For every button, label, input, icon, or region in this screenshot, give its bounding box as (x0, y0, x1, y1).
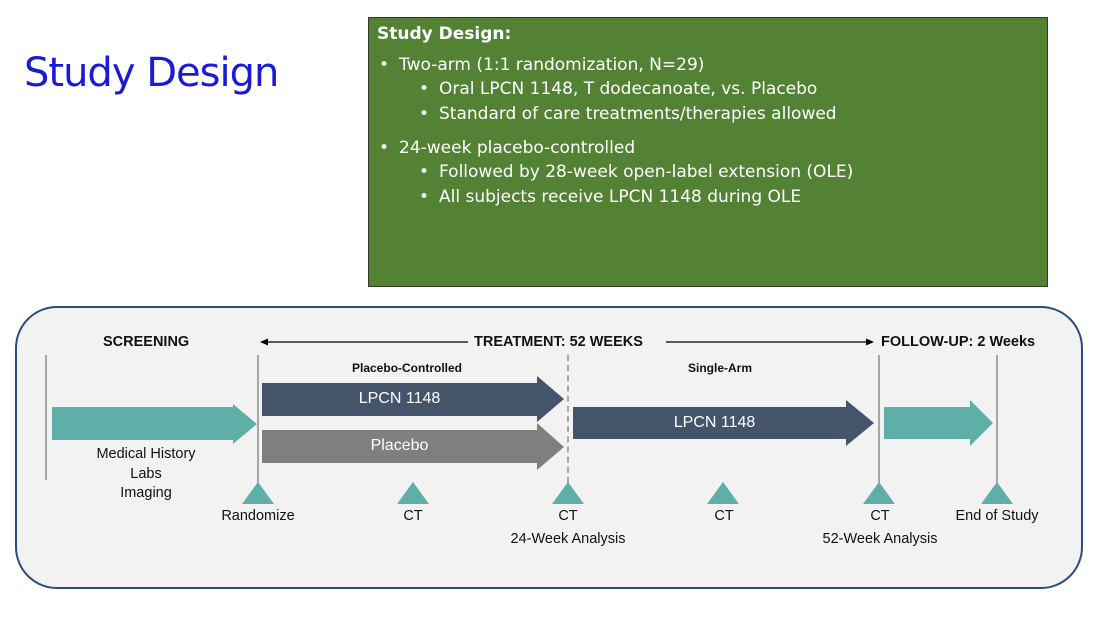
subphase-placebo-controlled: Placebo-Controlled (352, 361, 463, 375)
milestone-label: End of Study (955, 508, 1039, 524)
screening-activities: Medical History Labs Imaging (76, 445, 216, 504)
slide-title: Study Design (24, 50, 279, 96)
week24-dashed-line (567, 355, 569, 483)
sub-bullet-item: Oral LPCN 1148, T dodecanoate, vs. Place… (377, 77, 1039, 102)
phase-screening: SCREENING (103, 334, 190, 350)
sub-bullet-item: Followed by 28-week open-label extension… (377, 160, 1039, 185)
follow-up-arrow (884, 400, 993, 446)
week52-line (878, 355, 880, 483)
treatment-span-arrows (260, 338, 874, 346)
end-of-study-line (996, 355, 998, 483)
sub-bullet-item: Standard of care treatments/therapies al… (377, 102, 1039, 127)
lpcn-pc-label: LPCN 1148 (358, 390, 441, 407)
placebo-arrow (262, 423, 564, 470)
left-arrow-icon (260, 338, 468, 346)
milestone-label: CT (403, 508, 423, 524)
screening-arrow (52, 404, 257, 444)
milestone-sublabel: 24-Week Analysis (510, 531, 626, 547)
activity-medical-history: Medical History (96, 446, 196, 462)
screening-start-line (45, 355, 47, 480)
sub-bullet-item: All subjects receive LPCN 1148 during OL… (377, 185, 1039, 210)
milestone-label: Randomize (221, 508, 295, 524)
design-group: Two-arm (1:1 randomization, N=29) Oral L… (377, 54, 1039, 127)
right-arrow-icon (666, 338, 874, 346)
bullet-item: 24-week placebo-controlled (377, 137, 1039, 160)
milestone-triangle-icon (242, 482, 274, 504)
milestone-triangle-icon (397, 482, 429, 504)
design-box-heading: Study Design: (377, 24, 512, 44)
study-design-box: Study Design: Two-arm (1:1 randomization… (368, 17, 1048, 287)
milestone-triangle-icon (552, 482, 584, 504)
milestone-triangle-icon (707, 482, 739, 504)
lpcn-placebo-controlled-arrow (262, 376, 564, 422)
lpcn-sa-label: LPCN 1148 (673, 414, 756, 431)
lpcn-single-arm-arrow (573, 400, 874, 446)
milestone-label: CT (714, 508, 734, 524)
activity-imaging: Imaging (120, 485, 172, 501)
bullet-item: Two-arm (1:1 randomization, N=29) (377, 54, 1039, 77)
phase-follow-up: FOLLOW-UP: 2 Weeks (881, 334, 1036, 350)
phase-treatment: TREATMENT: 52 WEEKS (474, 334, 643, 350)
activity-labs: Labs (130, 465, 162, 482)
design-group: 24-week placebo-controlled Followed by 2… (377, 137, 1039, 210)
milestone-triangle-icon (981, 482, 1013, 504)
placebo-label: Placebo (370, 437, 429, 454)
milestone-sublabel: 52-Week Analysis (822, 531, 938, 547)
milestone-triangle-icon (863, 482, 895, 504)
randomize-line (257, 355, 259, 483)
subphase-single-arm: Single-Arm (688, 361, 753, 375)
milestone-label: CT (870, 508, 890, 524)
milestone-label: CT (558, 508, 578, 524)
